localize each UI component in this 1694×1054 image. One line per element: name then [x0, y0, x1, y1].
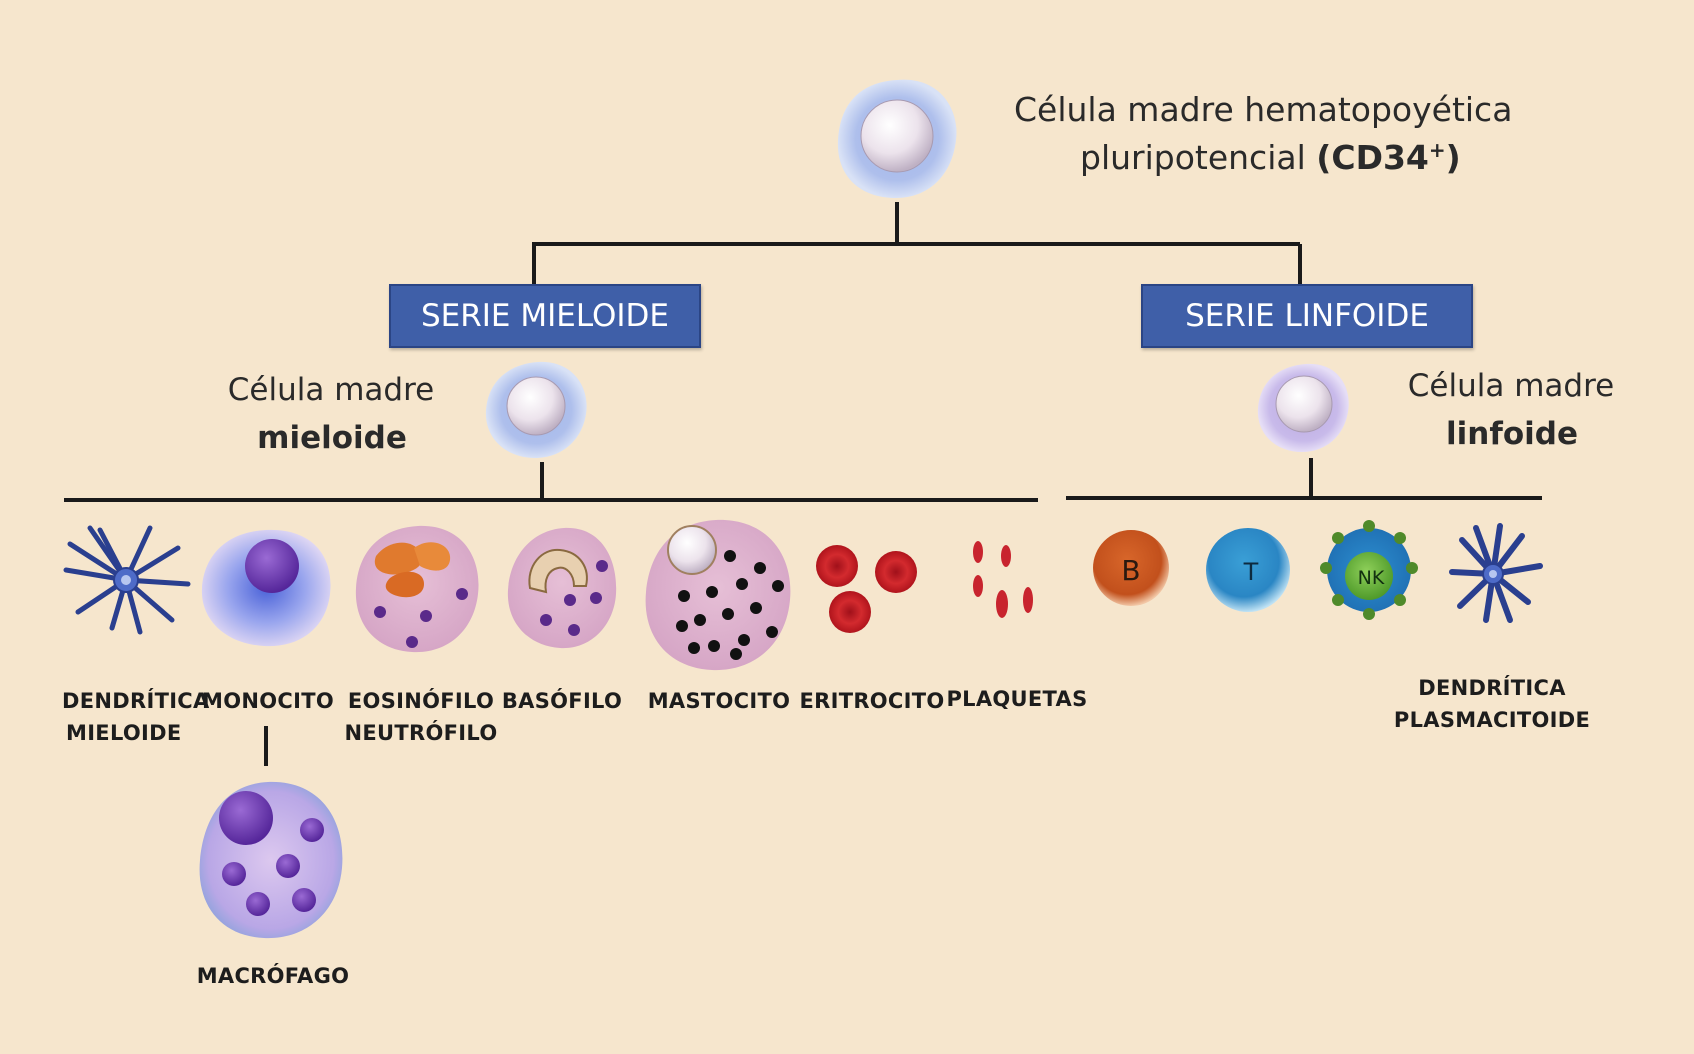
lymphoid-stem-label-line2: linfoide: [1446, 416, 1578, 452]
b-cell-letter: B: [1121, 554, 1140, 587]
root-title-pluripotent: pluripotencial: [1080, 138, 1306, 177]
dendritic-myeloid-label-2: MIELOIDE: [66, 721, 182, 745]
lymphoid-stem-label-line1: Célula madre: [1407, 368, 1615, 404]
lymphoid-series-box: SERIE LINFOIDE: [1141, 284, 1473, 348]
nk-cell-letter: NK: [1358, 567, 1385, 589]
myeloid-stem-label-line2: mieloide: [257, 420, 407, 456]
myeloid-dendritic-cell-icon: [63, 525, 191, 635]
monocyte-label: MONOCITO: [202, 689, 334, 713]
macrophage-icon: [199, 781, 343, 939]
dendritic-plasmacytoid-label-2: PLASMACITOIDE: [1393, 708, 1591, 732]
macrophage-label: MACRÓFAGO: [196, 964, 350, 988]
monocyte-icon: [201, 529, 331, 647]
pluripotent-stem-cell: [837, 79, 957, 198]
platelets-label: PLAQUETAS: [946, 687, 1088, 711]
myeloid-stem-cell: [485, 361, 587, 458]
lymphoid-stem-cell: [1257, 363, 1349, 452]
eosinophil-neutrophil-icon: [355, 525, 479, 653]
plasmacytoid-dendritic-cell-icon: [1449, 523, 1543, 623]
erythrocyte-icon: [816, 545, 917, 633]
root-title-line2: pluripotencial (CD34+): [1080, 138, 1461, 177]
t-cell-icon: T: [1206, 528, 1290, 612]
mastocyte-icon: [645, 519, 791, 671]
neutrophil-label: NEUTRÓFILO: [344, 721, 498, 745]
erythrocyte-label: ERITROCITO: [799, 689, 945, 713]
dendritic-myeloid-label-1: DENDRÍTICA: [62, 689, 210, 713]
basophil-label: BASÓFILO: [501, 689, 623, 713]
root-marker: (CD34+): [1316, 138, 1461, 177]
nk-cell-icon: NK: [1320, 520, 1418, 620]
mastocyte-label: MASTOCITO: [647, 689, 791, 713]
tree-lines: [64, 202, 1542, 766]
root-title-line1: Célula madre hematopoyética: [1014, 90, 1513, 129]
basophil-icon: [507, 527, 617, 649]
myeloid-series-box: SERIE MIELOIDE: [389, 284, 701, 348]
dendritic-plasmacytoid-label-1: DENDRÍTICA: [1418, 676, 1566, 700]
myeloid-stem-label-line1: Célula madre: [227, 372, 435, 408]
b-cell-icon: B: [1093, 530, 1169, 606]
platelets-icon: [973, 541, 1033, 618]
eosinophil-label: EOSINÓFILO: [347, 689, 495, 713]
t-cell-letter: T: [1243, 558, 1259, 586]
